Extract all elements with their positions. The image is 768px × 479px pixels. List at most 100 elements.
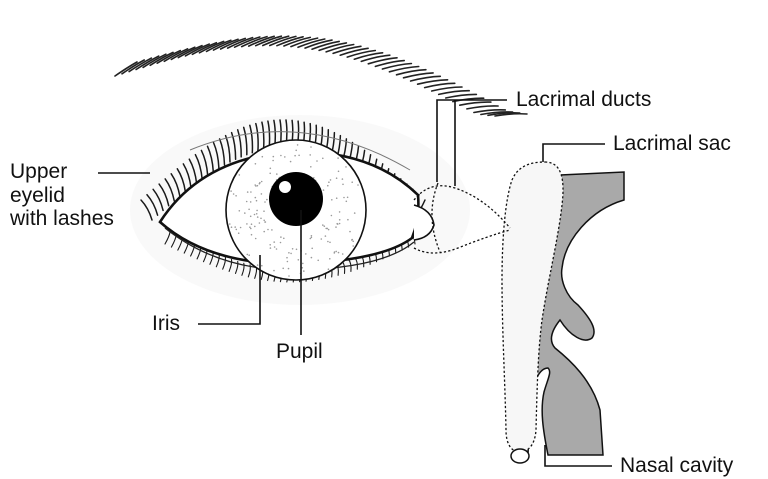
iris-dot (330, 179, 332, 181)
iris-dot (345, 166, 347, 168)
iris-dot (298, 259, 300, 261)
label-lacrimal-ducts: Lacrimal ducts (516, 88, 651, 112)
iris-dot (290, 253, 292, 255)
iris-dot (229, 223, 231, 225)
iris-dot (263, 210, 265, 212)
iris-dot (321, 238, 323, 240)
label-upper-eyelid-line-2: eyelid (10, 184, 114, 208)
iris-dot (346, 201, 348, 203)
iris-dot (260, 218, 262, 220)
iris-dot (331, 199, 333, 201)
iris-dot (290, 161, 292, 163)
label-lacrimal-sac: Lacrimal sac (613, 132, 731, 156)
eyebrow (115, 36, 527, 116)
iris-dot (303, 270, 305, 272)
label-upper-eyelid-line-1: Upper (10, 160, 114, 184)
iris-dot (280, 236, 282, 238)
iris-dot (236, 229, 238, 231)
iris-dot (339, 219, 341, 221)
iris-dot (337, 157, 339, 159)
iris-dot (342, 253, 344, 255)
iris-dot (272, 160, 274, 162)
iris-dot (283, 238, 285, 240)
iris-dot (254, 184, 256, 186)
iris-dot (255, 163, 257, 165)
iris-dot (256, 213, 258, 215)
iris-dot (235, 195, 237, 197)
iris-dot (288, 252, 290, 254)
iris-dot (248, 254, 250, 256)
iris-dot (294, 155, 296, 157)
nasolacrimal-duct-opening (511, 449, 529, 463)
iris-dot (288, 268, 290, 270)
iris-dot (322, 224, 324, 226)
iris-dot (255, 238, 257, 240)
iris-dot (336, 177, 338, 179)
iris-dot (338, 252, 340, 254)
iris-dot (250, 216, 252, 218)
iris-dot (328, 229, 330, 231)
iris-dot (263, 231, 265, 233)
iris-dot (273, 241, 275, 243)
eyebrow-hair (432, 87, 462, 91)
iris-dot (274, 246, 276, 248)
iris-dot (257, 216, 259, 218)
iris-dot (342, 178, 344, 180)
iris-dot (269, 244, 271, 246)
label-upper-eyelid-line-3: with lashes (10, 207, 114, 231)
iris-dot (284, 156, 286, 158)
iris-dot (288, 275, 290, 277)
iris-dot (264, 221, 266, 223)
iris-dot (233, 193, 235, 195)
iris-dot (261, 265, 263, 267)
iris-dot (317, 260, 319, 262)
iris-dot (280, 155, 282, 157)
iris-dot (270, 168, 272, 170)
iris-dot (266, 199, 268, 201)
iris-dot (250, 201, 252, 203)
iris-dot (238, 232, 240, 234)
iris-dot (329, 258, 331, 260)
iris-dot (254, 226, 256, 228)
iris-dot (256, 210, 258, 212)
iris-dot (262, 156, 264, 158)
iris-dot (357, 184, 359, 186)
iris-dot (316, 160, 318, 162)
iris-dot (267, 229, 269, 231)
iris-dot (270, 247, 272, 249)
iris-dot (246, 201, 248, 203)
iris-dot (295, 150, 297, 152)
iris-dot (298, 155, 300, 157)
iris-dot (234, 226, 236, 228)
iris-dot (305, 253, 307, 255)
iris-dot (311, 235, 313, 237)
iris-dot (296, 249, 298, 251)
iris-dot (257, 264, 259, 266)
label-iris: Iris (152, 312, 180, 336)
iris-dot (263, 220, 265, 222)
iris-dot (351, 181, 353, 183)
iris-dot (246, 223, 248, 225)
iris-dot (335, 226, 337, 228)
iris-dot (251, 223, 253, 225)
iris-dot (302, 263, 304, 265)
iris-dot (249, 226, 251, 228)
iris-dot (248, 209, 250, 211)
iris-dot (271, 229, 273, 231)
iris-dot (311, 257, 313, 259)
iris-dot (254, 214, 256, 216)
iris-dot (328, 181, 330, 183)
iris-dot (259, 222, 261, 224)
iris-dot (335, 251, 337, 253)
iris-dot (292, 248, 294, 250)
iris-dot (261, 193, 263, 195)
iris-dot (251, 234, 253, 236)
iris-dot (351, 239, 353, 241)
iris-dot (310, 146, 312, 148)
iris-dot (343, 197, 345, 199)
iris-dot (264, 201, 266, 203)
iris-dot (342, 184, 344, 186)
eyebrow-hair (439, 91, 470, 95)
